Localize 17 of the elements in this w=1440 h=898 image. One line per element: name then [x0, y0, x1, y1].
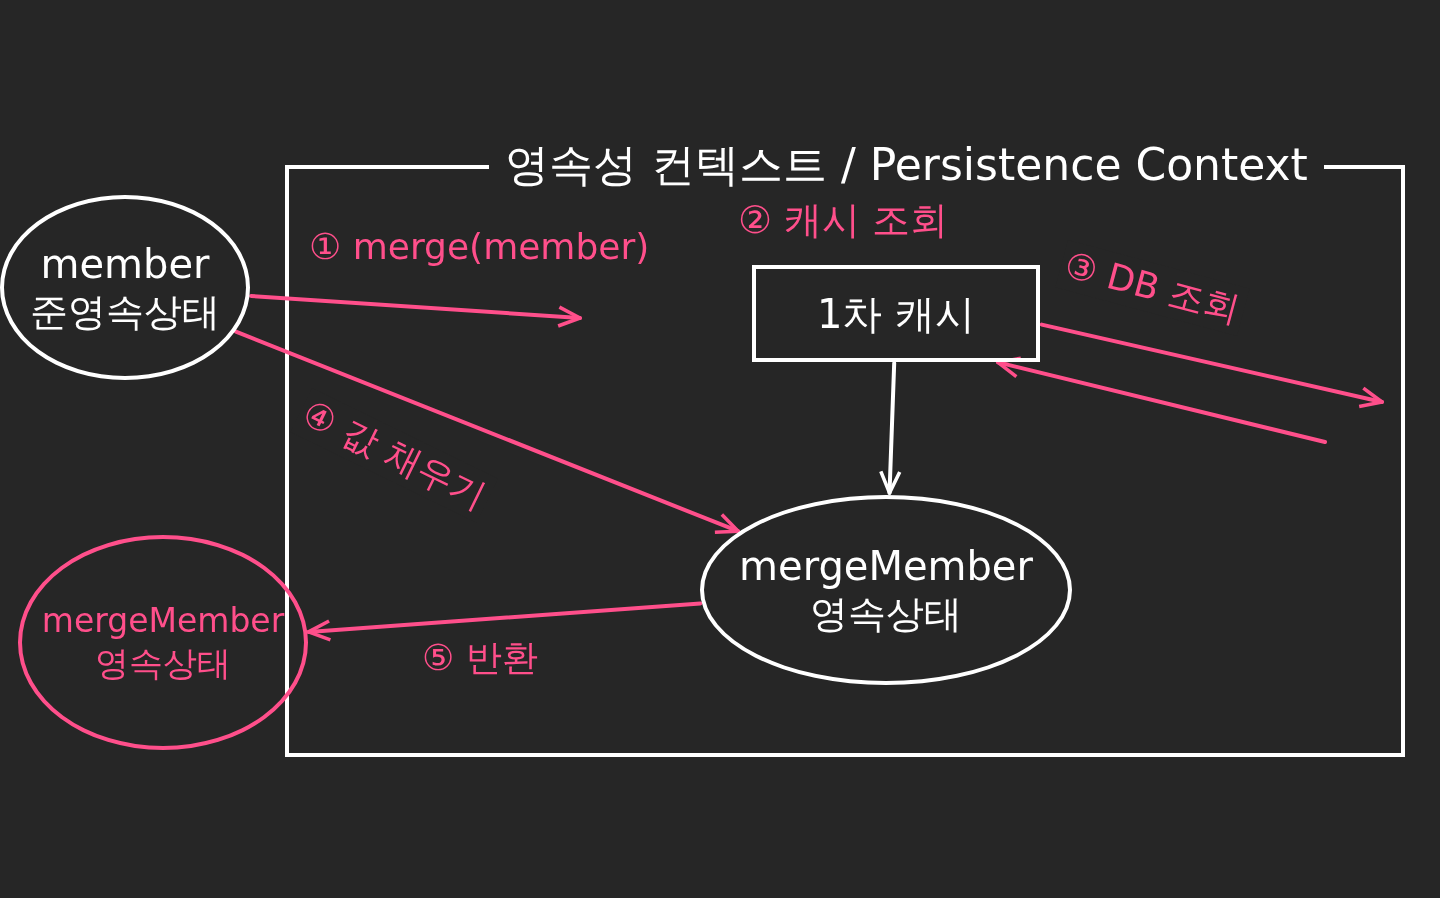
- entity-state: 준영속상태: [30, 291, 220, 334]
- entity-state: 영속상태: [810, 594, 962, 636]
- arrow: [879, 361, 902, 495]
- arrow: [1039, 322, 1384, 409]
- arrow: [995, 356, 1327, 444]
- cache-label: 1차 캐시: [816, 291, 976, 336]
- arrow: [233, 329, 741, 534]
- arrow: [306, 601, 703, 642]
- arrow: [249, 293, 582, 328]
- entity-name: mergeMember: [41, 602, 285, 639]
- entity-name: mergeMember: [739, 544, 1033, 589]
- entity-name: member: [40, 241, 210, 286]
- entity-state: 영속상태: [95, 644, 231, 683]
- entity-ellipse: [18, 535, 308, 750]
- entity-ellipse: [700, 495, 1072, 685]
- entity-ellipse: [0, 195, 250, 380]
- annotation-text: ② 캐시 조회: [738, 197, 949, 244]
